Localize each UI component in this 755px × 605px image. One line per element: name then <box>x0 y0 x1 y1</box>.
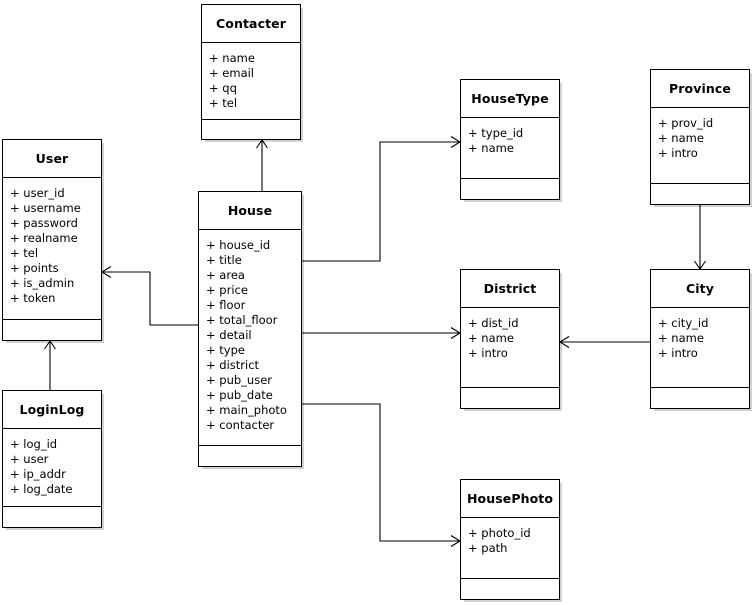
class-title-district: District <box>461 270 559 308</box>
class-methods-housetype <box>461 179 559 199</box>
class-box-loginlog[interactable]: LoginLog + log_id + user + ip_addr + log… <box>2 390 102 528</box>
attribute-row: + name <box>468 140 514 155</box>
class-title-user: User <box>3 140 101 178</box>
class-title-house: House <box>199 192 301 230</box>
attribute-row: + name <box>658 330 704 345</box>
attribute-row: + token <box>10 290 56 305</box>
attribute-row: + is_admin <box>10 275 75 290</box>
attribute-row: + tel <box>10 245 39 260</box>
class-attributes-user: + user_id + username + password + realna… <box>3 178 101 320</box>
attribute-row: + photo_id <box>468 525 531 540</box>
edge-house-user <box>100 266 198 326</box>
edge-house-housetype <box>302 136 462 262</box>
class-attributes-house: + house_id + title + area + price + floo… <box>199 230 301 446</box>
attribute-row: + intro <box>658 345 698 360</box>
attribute-row: + main_photo <box>206 402 287 417</box>
attribute-row: + intro <box>658 145 698 160</box>
attribute-row: + intro <box>468 345 508 360</box>
attribute-row: + pub_date <box>206 387 273 402</box>
attribute-row: + user <box>10 451 49 466</box>
attribute-row: + detail <box>206 327 252 342</box>
attribute-row: + name <box>209 50 255 65</box>
class-methods-user <box>3 320 101 340</box>
class-box-province[interactable]: Province + prov_id + name + intro <box>650 69 750 205</box>
attribute-row: + password <box>10 215 78 230</box>
attribute-row: + city_id <box>658 315 709 330</box>
attribute-row: + ip_addr <box>10 466 66 481</box>
class-attributes-province: + prov_id + name + intro <box>651 108 749 184</box>
class-attributes-district: + dist_id + name + intro <box>461 308 559 388</box>
class-box-city[interactable]: City + city_id + name + intro <box>650 269 750 409</box>
class-box-district[interactable]: District + dist_id + name + intro <box>460 269 560 409</box>
class-box-contacter[interactable]: Contacter + name + email + qq + tel <box>201 4 301 140</box>
attribute-row: + contacter <box>206 417 275 432</box>
attribute-row: + house_id <box>206 237 271 252</box>
attribute-row: + points <box>10 260 59 275</box>
class-title-city: City <box>651 270 749 308</box>
class-methods-city <box>651 388 749 408</box>
attribute-row: + floor <box>206 297 246 312</box>
edge-house-housephoto <box>302 403 462 547</box>
class-title-contacter: Contacter <box>202 5 300 43</box>
attribute-row: + log_date <box>10 481 73 496</box>
class-box-user[interactable]: User + user_id + username + password + r… <box>2 139 102 341</box>
edge-loginlog-user <box>44 340 56 390</box>
attribute-row: + type <box>206 342 245 357</box>
class-box-housephoto[interactable]: HousePhoto + photo_id + path <box>460 479 560 600</box>
class-methods-contacter <box>202 120 300 140</box>
class-title-loginlog: LoginLog <box>3 391 101 429</box>
class-methods-housephoto <box>461 579 559 599</box>
attribute-row: + pub_user <box>206 372 273 387</box>
attribute-row: + user_id <box>10 185 65 200</box>
attribute-row: + username <box>10 200 81 215</box>
attribute-row: + email <box>209 65 255 80</box>
edge-city-district <box>558 336 650 348</box>
class-attributes-city: + city_id + name + intro <box>651 308 749 388</box>
attribute-row: + path <box>468 540 508 555</box>
class-methods-house <box>199 446 301 466</box>
attribute-row: + area <box>206 267 245 282</box>
class-box-housetype[interactable]: HouseType + type_id + name <box>460 79 560 200</box>
attribute-row: + dist_id <box>468 315 519 330</box>
attribute-row: + title <box>206 252 242 267</box>
attribute-row: + name <box>468 330 514 345</box>
edge-province-city <box>694 205 706 270</box>
class-methods-district <box>461 388 559 408</box>
attribute-row: + prov_id <box>658 115 714 130</box>
attribute-row: + district <box>206 357 260 372</box>
class-title-housephoto: HousePhoto <box>461 480 559 518</box>
attribute-row: + qq <box>209 80 237 95</box>
class-box-house[interactable]: House + house_id + title + area + price … <box>198 191 302 467</box>
attribute-row: + realname <box>10 230 78 245</box>
edge-house-district <box>302 327 462 339</box>
attribute-row: + price <box>206 282 248 297</box>
class-methods-province <box>651 184 749 204</box>
attribute-row: + tel <box>209 95 238 110</box>
class-methods-loginlog <box>3 507 101 527</box>
class-title-housetype: HouseType <box>461 80 559 118</box>
attribute-row: + name <box>658 130 704 145</box>
attribute-row: + type_id <box>468 125 524 140</box>
class-attributes-housephoto: + photo_id + path <box>461 518 559 579</box>
edge-house-contacter <box>256 139 268 191</box>
attribute-row: + log_id <box>10 436 58 451</box>
class-attributes-loginlog: + log_id + user + ip_addr + log_date <box>3 429 101 507</box>
class-title-province: Province <box>651 70 749 108</box>
class-attributes-housetype: + type_id + name <box>461 118 559 179</box>
class-attributes-contacter: + name + email + qq + tel <box>202 43 300 120</box>
attribute-row: + total_floor <box>206 312 278 327</box>
